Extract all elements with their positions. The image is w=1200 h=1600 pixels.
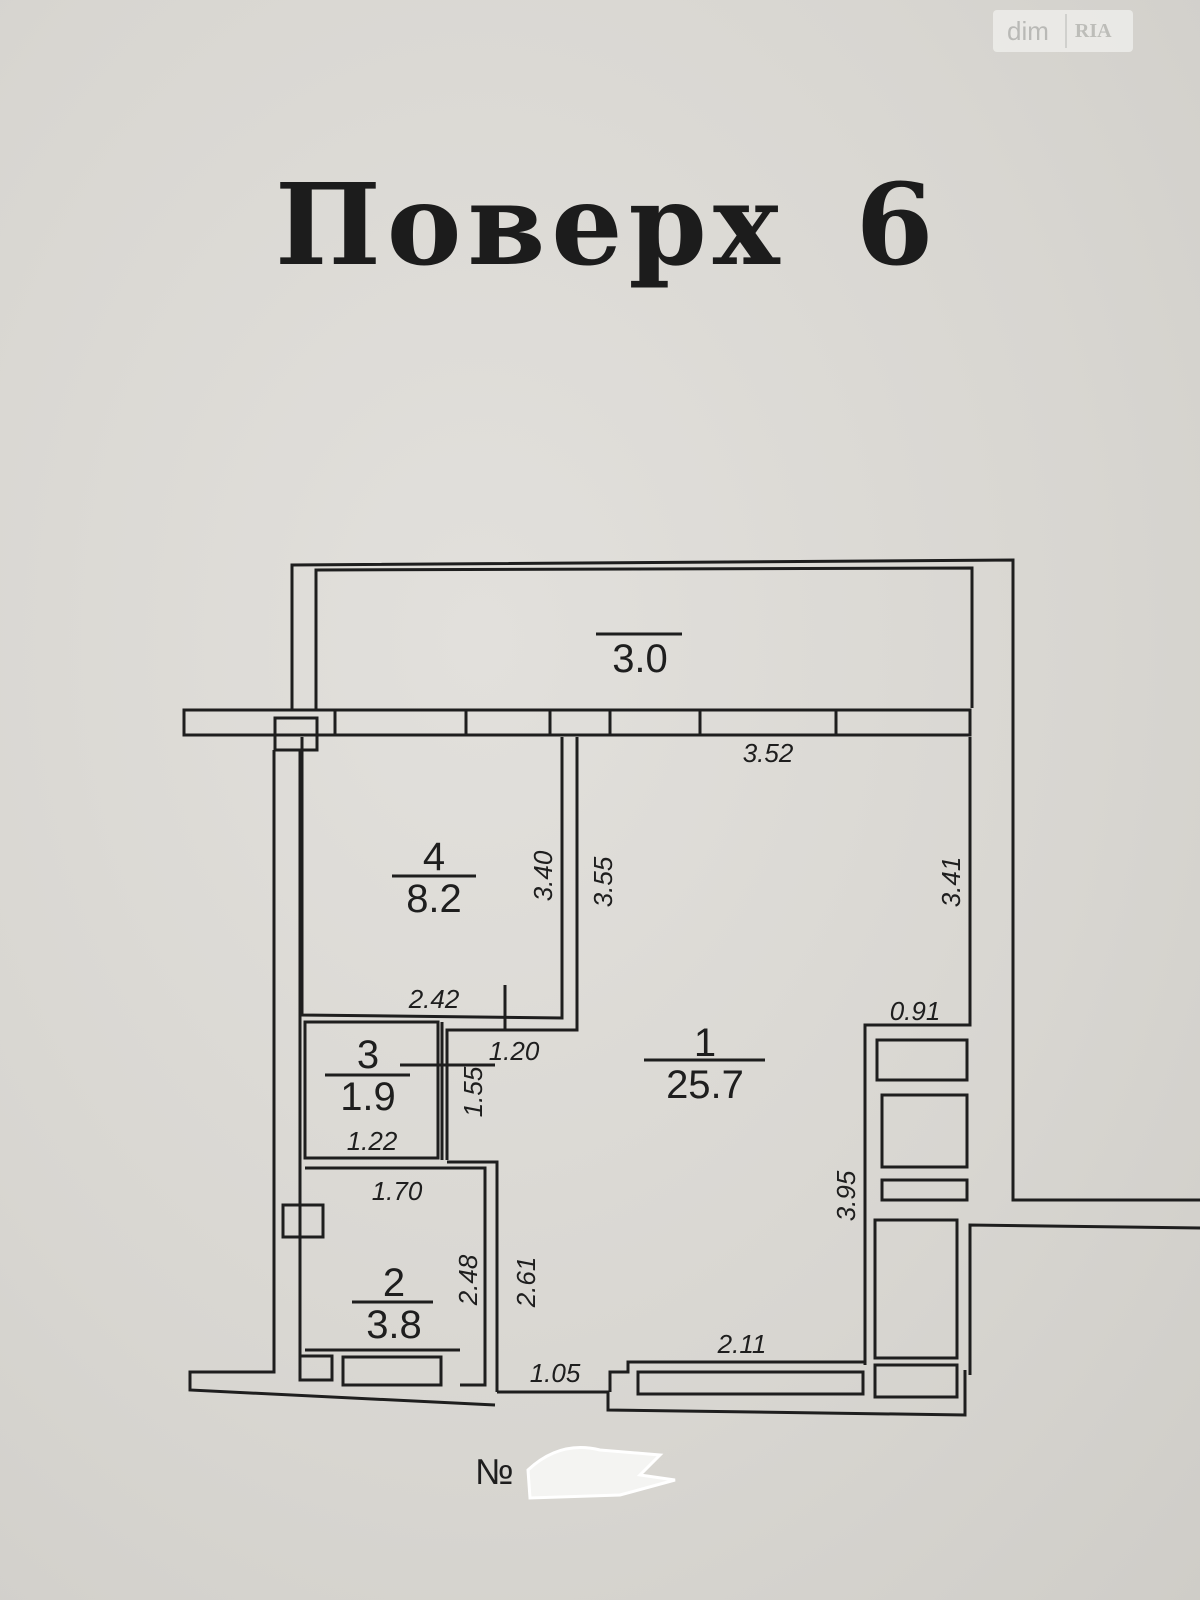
dim-room3-height: 1.55 xyxy=(458,1066,488,1117)
redaction-scribble xyxy=(526,1446,676,1500)
room-1-area: 25.7 xyxy=(666,1063,744,1107)
dim-room1-top: 3.52 xyxy=(743,738,794,768)
balcony-area: 3.0 xyxy=(612,637,668,681)
floor-label: Поверх xyxy=(275,160,786,291)
room-3-area: 1.9 xyxy=(340,1075,396,1119)
floor-title: Поверх 6 xyxy=(275,160,940,291)
walls xyxy=(182,558,1200,1417)
room-3-number: 3 xyxy=(357,1033,379,1077)
room-4-number: 4 xyxy=(423,835,445,879)
dim-room2-height: 2.48 xyxy=(453,1254,483,1306)
dim-room1-bottom: 2.11 xyxy=(717,1329,767,1359)
dim-room2-width: 1.70 xyxy=(372,1176,423,1206)
watermark-dim: dim xyxy=(993,14,1067,48)
dim-room4-height: 3.40 xyxy=(528,850,558,901)
dim-room3-width: 1.22 xyxy=(347,1126,398,1156)
room-4-area: 8.2 xyxy=(406,877,462,921)
room-2-number: 2 xyxy=(383,1261,405,1305)
dim-room1-bottom-left: 1.05 xyxy=(530,1358,581,1388)
watermark-ria: RIA xyxy=(1074,19,1112,42)
dim-room4-width: 2.42 xyxy=(408,984,460,1014)
room-2-area: 3.8 xyxy=(366,1303,422,1347)
room-1-number: 1 xyxy=(694,1021,716,1065)
dim-room2-outer: 2.61 xyxy=(511,1257,541,1309)
dim-wall-4-1: 3.55 xyxy=(588,856,618,907)
dimension-labels: 3.52 3.41 0.91 3.95 2.11 1.05 1.20 3.55 … xyxy=(347,738,966,1388)
dim-kitchen-width: 0.91 xyxy=(890,996,941,1026)
floor-number: 6 xyxy=(855,160,940,291)
dim-corridor-width: 1.20 xyxy=(489,1036,540,1066)
watermark-logo: dim RIA xyxy=(993,10,1133,52)
dim-room1-right-upper: 3.41 xyxy=(936,857,966,908)
dim-room1-right-lower: 3.95 xyxy=(831,1170,861,1221)
apartment-number-prefix: № xyxy=(475,1451,514,1492)
